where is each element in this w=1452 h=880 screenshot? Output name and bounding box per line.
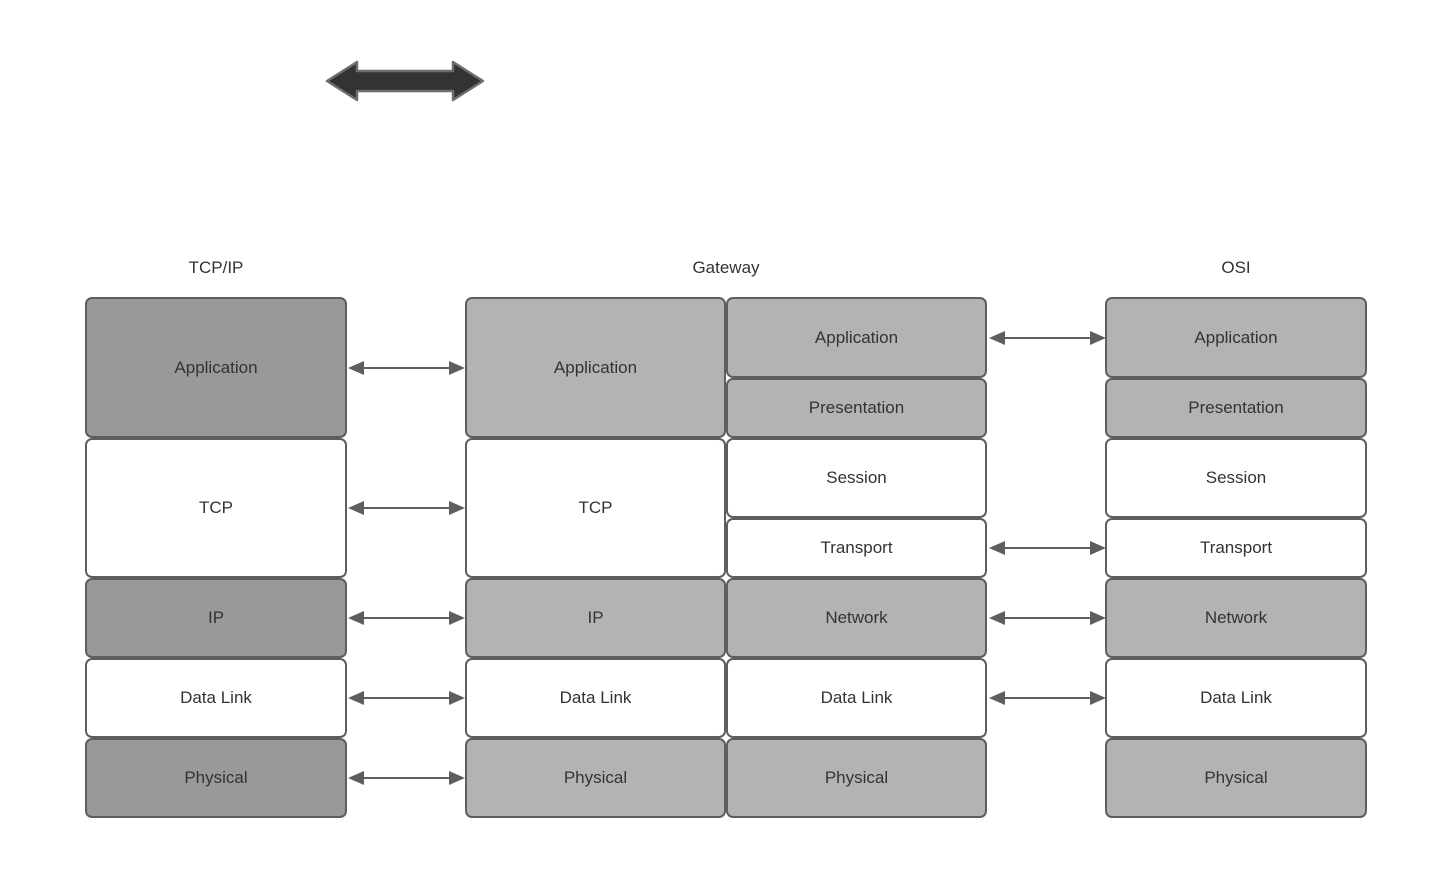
gateway-right-layer-presentation: Presentation xyxy=(726,378,987,438)
gateway-left-layer-application: Application xyxy=(465,297,726,438)
gateway-right-layer-application: Application xyxy=(726,297,987,378)
osi-layer-presentation: Presentation xyxy=(1105,378,1367,438)
arrow-tcpip-gateway-tcp xyxy=(348,501,465,515)
bidirectional-arrow-icon xyxy=(325,60,485,102)
osi-column-header: OSI xyxy=(1221,258,1251,277)
arrow-gateway-osi-transport xyxy=(989,541,1106,555)
osi-layer-data-link: Data Link xyxy=(1105,658,1367,738)
gateway-right-layer-transport: Transport xyxy=(726,518,987,578)
arrow-tcpip-gateway-application xyxy=(348,361,465,375)
gateway-left-layer-ip: IP xyxy=(465,578,726,658)
gateway-left-layer-data-link: Data Link xyxy=(465,658,726,738)
arrow-gateway-osi-application xyxy=(989,331,1106,345)
gateway-right-layer-network: Network xyxy=(726,578,987,658)
osi-layer-network: Network xyxy=(1105,578,1367,658)
osi-layer-session: Session xyxy=(1105,438,1367,518)
tcpip-layer-ip: IP xyxy=(85,578,347,658)
gateway-column-header: Gateway xyxy=(692,258,760,277)
arrow-gateway-osi-data-link xyxy=(989,691,1106,705)
osi-layer-physical: Physical xyxy=(1105,738,1367,818)
osi-layer-application: Application xyxy=(1105,297,1367,378)
tcpip-column-header: TCP/IP xyxy=(188,258,244,277)
gateway-right-layer-physical: Physical xyxy=(726,738,987,818)
osi-layer-transport: Transport xyxy=(1105,518,1367,578)
tcpip-layer-physical: Physical xyxy=(85,738,347,818)
tcpip-layer-tcp: TCP xyxy=(85,438,347,578)
arrow-gateway-osi-network xyxy=(989,611,1106,625)
gateway-left-layer-tcp: TCP xyxy=(465,438,726,578)
gateway-right-layer-session: Session xyxy=(726,438,987,518)
tcpip-layer-data-link: Data Link xyxy=(85,658,347,738)
arrow-tcpip-gateway-data-link xyxy=(348,691,465,705)
arrow-tcpip-gateway-ip xyxy=(348,611,465,625)
arrow-tcpip-gateway-physical xyxy=(348,771,465,785)
gateway-left-layer-physical: Physical xyxy=(465,738,726,818)
tcpip-layer-application: Application xyxy=(85,297,347,438)
gateway-right-layer-data-link: Data Link xyxy=(726,658,987,738)
